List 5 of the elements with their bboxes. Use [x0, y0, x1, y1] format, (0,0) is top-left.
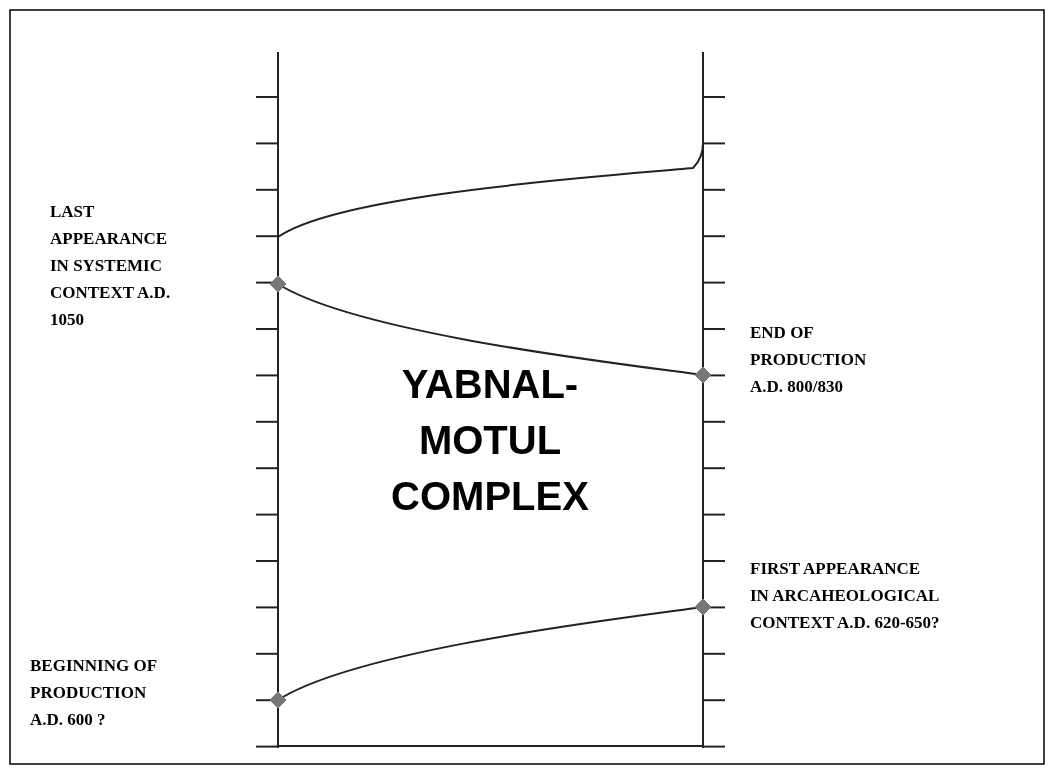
- date-annotation: FIRST APPEARANCE IN ARCAHEOLOGICAL CONTEXT A.D. 620-650?: [750, 558, 940, 634]
- date-annotation: BEGINNING OF PRODUCTION A.D. 600 ?: [30, 655, 158, 731]
- complex-title: YABNAL-MOTUL COMPLEX: [390, 361, 590, 520]
- date-annotation: LAST APPEARANCE IN SYSTEMIC CONTEXT A.D. 1050: [50, 201, 172, 331]
- date-annotation: END OF PRODUCTION A.D. 800/830: [750, 322, 868, 398]
